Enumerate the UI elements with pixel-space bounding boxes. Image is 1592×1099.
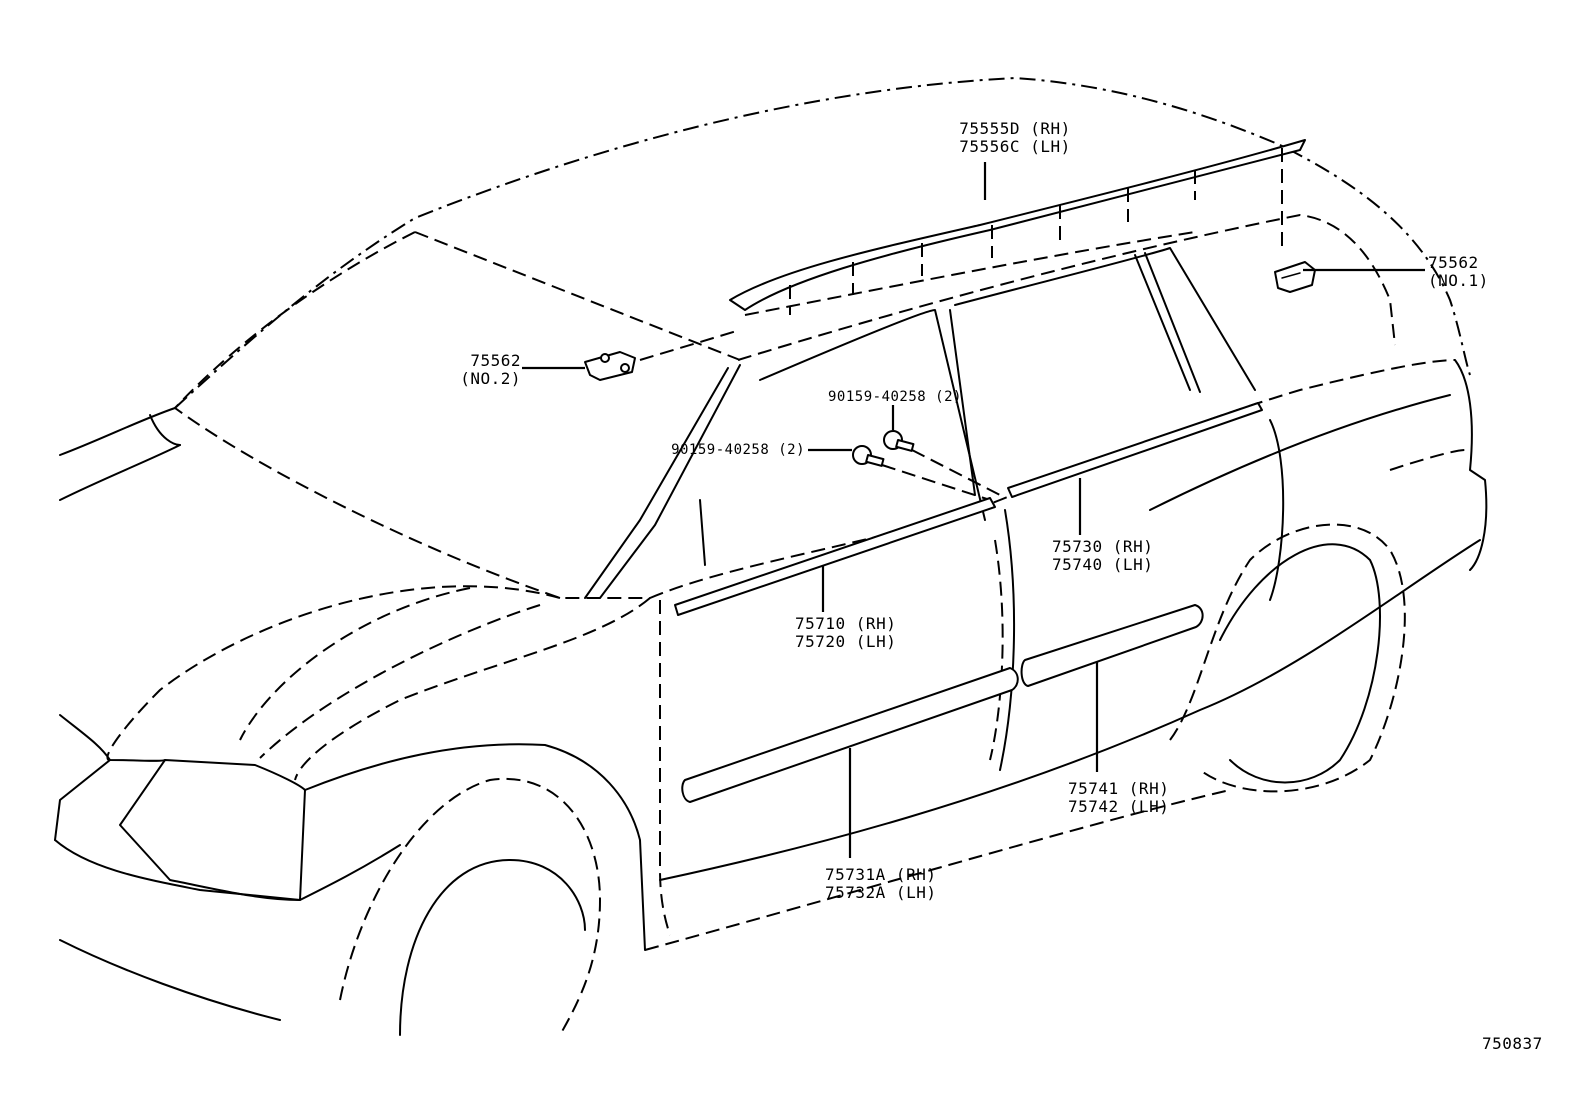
callout-rear-door-side-moulding: 75741 (RH) 75742 (LH) xyxy=(1068,780,1169,816)
callout-screw-lower: 90159-40258 (2) xyxy=(640,441,805,459)
callout-line: 75556C (LH) xyxy=(959,137,1071,156)
callout-line: 90159-40258 (2) xyxy=(671,442,805,458)
callout-line: 90159-40258 (2) xyxy=(828,389,962,405)
callout-line: 75720 (LH) xyxy=(795,632,897,651)
roof-rack-leg-no2-part xyxy=(584,329,741,381)
roof-rail-part xyxy=(729,139,1306,316)
callout-line: (NO.1) xyxy=(1428,271,1489,290)
callout-rear-belt-moulding: 75730 (RH) 75740 (LH) xyxy=(1052,538,1153,574)
callout-line: 75742 (LH) xyxy=(1068,797,1170,816)
callout-line: 75562 xyxy=(1428,253,1479,272)
callout-roof-rack-leg-no1: 75562 (NO.1) xyxy=(1428,254,1489,290)
callout-roof-rail: 75555D (RH) 75556C (LH) xyxy=(940,120,1090,156)
screw-parts xyxy=(852,430,1001,501)
callout-line: 75741 (RH) xyxy=(1068,779,1170,798)
callout-line: (NO.2) xyxy=(460,369,521,388)
callout-screw-upper: 90159-40258 (2) xyxy=(828,388,962,406)
figure-number: 750837 xyxy=(1482,1034,1543,1053)
callout-line: 75730 (RH) xyxy=(1052,537,1154,556)
callout-line: 75562 xyxy=(470,351,521,370)
leader-lines xyxy=(522,162,1425,858)
callout-front-door-side-moulding: 75731A (RH) 75732A (LH) xyxy=(825,866,936,902)
side-moulding-parts xyxy=(681,604,1204,803)
callout-line: 75740 (LH) xyxy=(1052,555,1154,574)
callout-line: 75555D (RH) xyxy=(959,119,1071,138)
belt-moulding-parts xyxy=(674,402,1263,616)
callout-line: 75731A (RH) xyxy=(825,865,937,884)
callout-line: 75732A (LH) xyxy=(825,883,937,902)
vehicle-body-outline xyxy=(54,76,1488,1036)
callout-roof-rack-leg-no2: 75562 (NO.2) xyxy=(455,352,521,388)
callout-front-belt-moulding: 75710 (RH) 75720 (LH) xyxy=(795,615,896,651)
roof-rack-leg-no1-part xyxy=(1274,261,1316,293)
callout-line: 75710 (RH) xyxy=(795,614,897,633)
